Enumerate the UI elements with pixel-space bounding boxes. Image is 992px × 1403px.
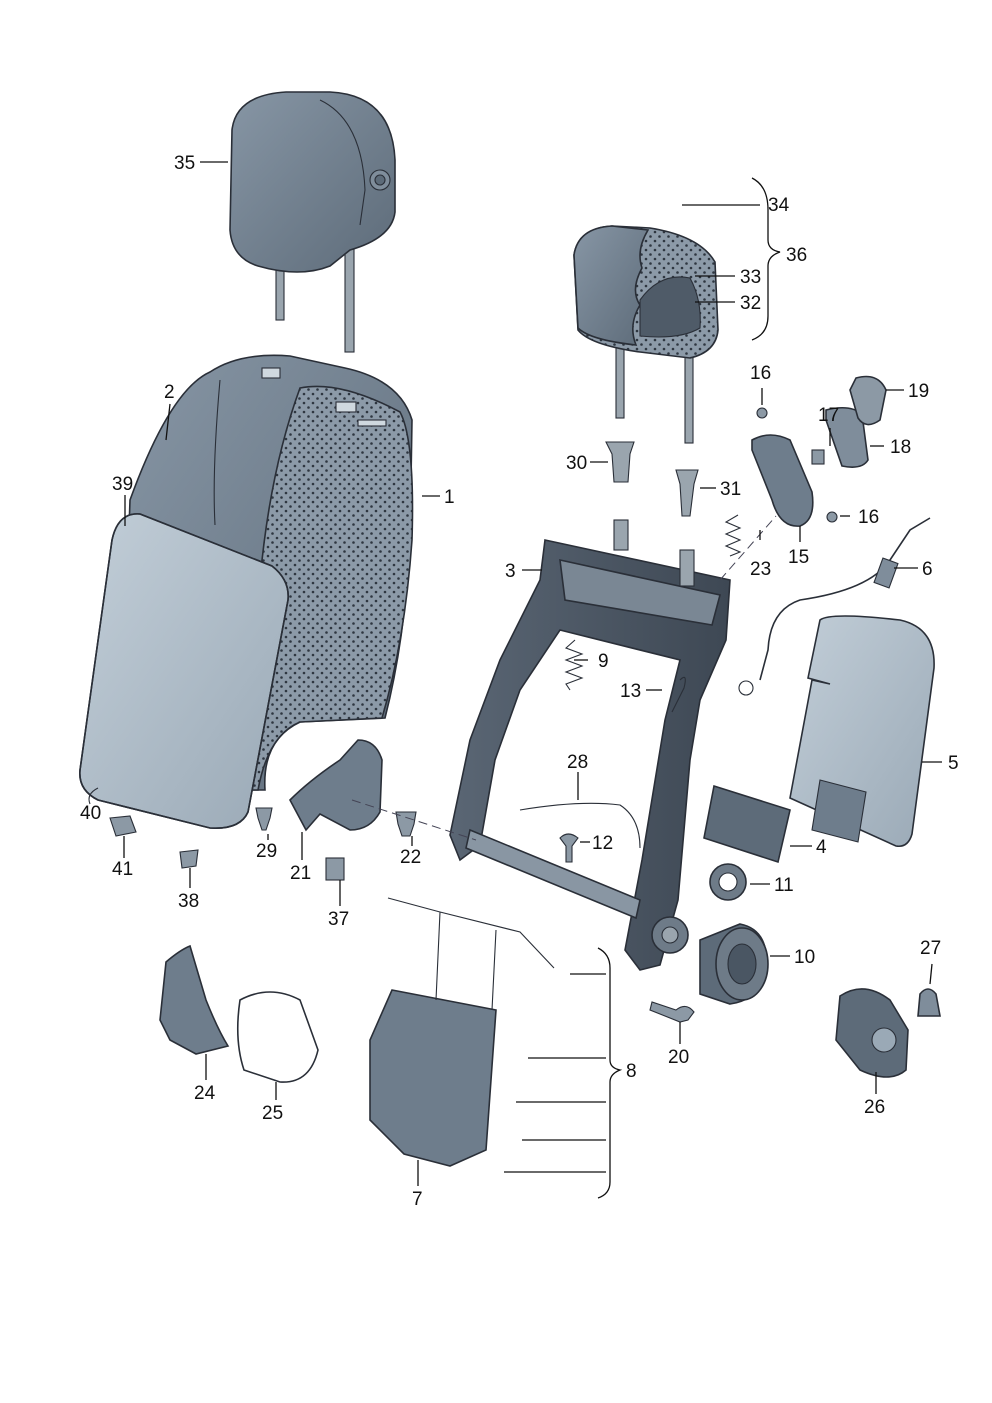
callout-31: 31 <box>720 479 741 500</box>
screw-16a-part <box>756 407 768 419</box>
assembly-line-1 <box>351 799 477 841</box>
fastener-29-part <box>255 807 273 831</box>
backrest-frame-part <box>449 519 731 971</box>
callout-25: 25 <box>262 1103 283 1124</box>
clip-17-part <box>811 449 825 465</box>
bowden-cable-part <box>519 802 641 849</box>
callout-12: 12 <box>592 833 613 854</box>
leader-lines <box>123 161 942 1199</box>
assembly-line-2 <box>719 515 777 581</box>
callout-41: 41 <box>112 859 133 880</box>
cover-plate-26-hole <box>871 1027 897 1053</box>
callout-15: 15 <box>788 547 809 568</box>
rim-trim-25-part <box>236 991 319 1083</box>
lumbar-support-wire-part <box>387 897 555 1011</box>
lumbar-support-mat-part <box>369 989 497 1167</box>
back-panel-pocket-part <box>811 779 867 843</box>
backrest-rear-panel-part <box>79 513 289 829</box>
tension-spring-part <box>564 639 584 691</box>
callout-30: 30 <box>566 453 587 474</box>
callout-21: 21 <box>290 863 311 884</box>
callout-4: 4 <box>816 837 827 858</box>
callout-7: 7 <box>412 1189 423 1210</box>
ring-terminal-part <box>738 680 754 696</box>
side-cover-24-part <box>159 944 230 1055</box>
screw-16b-part <box>826 511 838 523</box>
headrest-guide-30-part <box>605 441 635 483</box>
callout-24: 24 <box>194 1083 216 1104</box>
callout-35: 35 <box>174 153 195 174</box>
callout-13: 13 <box>620 681 641 702</box>
callout-10: 10 <box>794 947 815 968</box>
adjustment-knob-part <box>699 923 769 1005</box>
screw-12-part <box>559 833 579 863</box>
callout-17: 17 <box>818 405 839 426</box>
headrest-complete-part <box>229 91 396 353</box>
callout-labels: 35 34 36 33 32 2 39 1 3 30 31 16 17 19 1… <box>80 153 959 1210</box>
screw-20-part <box>649 1001 695 1023</box>
release-handle-part <box>849 375 887 426</box>
side-trim-part <box>751 434 814 527</box>
clip-40-part <box>88 787 99 805</box>
callout-8: 8 <box>626 1061 637 1082</box>
callout-23: 23 <box>750 559 771 580</box>
callout-37: 37 <box>328 909 349 930</box>
headrest-guide-31-part <box>675 469 699 517</box>
clip-38-part <box>179 849 199 869</box>
cover-plate-26-part <box>835 988 909 1078</box>
callout-18: 18 <box>890 437 911 458</box>
callout-29: 29 <box>256 841 277 862</box>
callout-2: 2 <box>164 382 175 403</box>
callout-34: 34 <box>768 195 790 216</box>
callout-40: 40 <box>80 803 101 824</box>
callout-32: 32 <box>740 293 761 314</box>
callout-28: 28 <box>567 752 588 773</box>
callout-26: 26 <box>864 1097 885 1118</box>
callout-5: 5 <box>948 753 959 774</box>
cable-connector-part <box>873 557 899 589</box>
callout-1: 1 <box>444 487 455 508</box>
callout-19: 19 <box>908 381 929 402</box>
callout-22: 22 <box>400 847 421 868</box>
callout-6: 6 <box>922 559 933 580</box>
callout-16-bottom: 16 <box>858 507 879 528</box>
callout-33: 33 <box>740 267 761 288</box>
callout-16-top: 16 <box>750 363 771 384</box>
pad-part <box>703 784 791 864</box>
callout-9: 9 <box>598 651 609 672</box>
return-spring-part <box>724 514 742 557</box>
clip-41-part <box>109 815 137 837</box>
side-bracket-cover-part <box>289 739 383 832</box>
gear-ring-part <box>709 863 747 901</box>
cap-27-part <box>917 988 941 1017</box>
callout-39: 39 <box>112 474 133 495</box>
release-handle-cover-part <box>825 406 869 468</box>
clip-37-part <box>325 857 345 881</box>
callout-38: 38 <box>178 891 199 912</box>
callout-36: 36 <box>786 245 807 266</box>
callout-27: 27 <box>920 938 941 959</box>
headrest-assembly-part <box>573 225 719 444</box>
backrest-foam-part <box>247 385 414 791</box>
callout-3: 3 <box>505 561 516 582</box>
hook-part <box>671 676 686 713</box>
fastener-22-part <box>395 811 417 837</box>
callout-11: 11 <box>774 875 794 896</box>
callout-20: 20 <box>668 1047 689 1068</box>
